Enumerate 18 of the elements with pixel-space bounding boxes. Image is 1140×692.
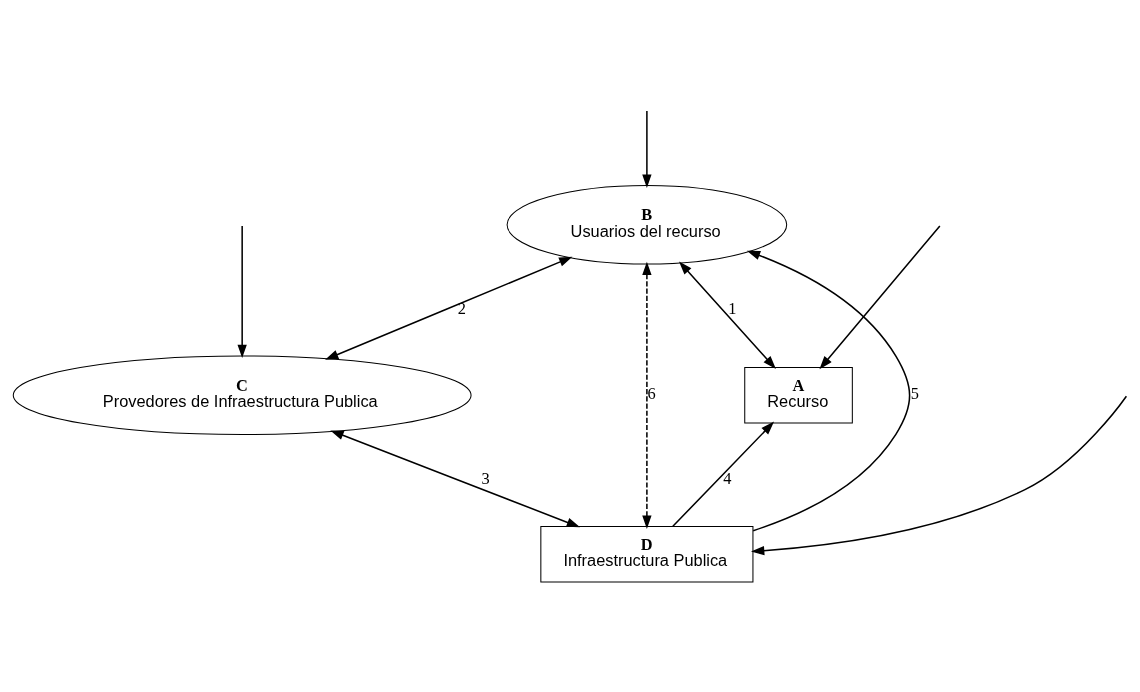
arrow — [237, 225, 247, 359]
arrow — [746, 250, 911, 532]
arrow — [750, 395, 1128, 556]
arrow — [819, 225, 941, 370]
arrow — [642, 110, 652, 188]
edge-label: 4 — [723, 469, 732, 489]
arrow — [642, 261, 652, 529]
edge-label: 1 — [728, 298, 737, 318]
node-ellipse: C Provedores de Infraestructura Publica — [12, 355, 472, 436]
edge-label: 3 — [481, 469, 490, 489]
node-box: A Recurso — [744, 367, 853, 424]
edge-label: 6 — [647, 384, 656, 404]
arrow — [330, 430, 581, 528]
arrow — [325, 256, 573, 360]
arrow — [672, 421, 775, 528]
arrow — [679, 261, 776, 370]
node-box: D Infraestructura Publica — [540, 526, 754, 583]
edge-label: 5 — [910, 384, 919, 404]
